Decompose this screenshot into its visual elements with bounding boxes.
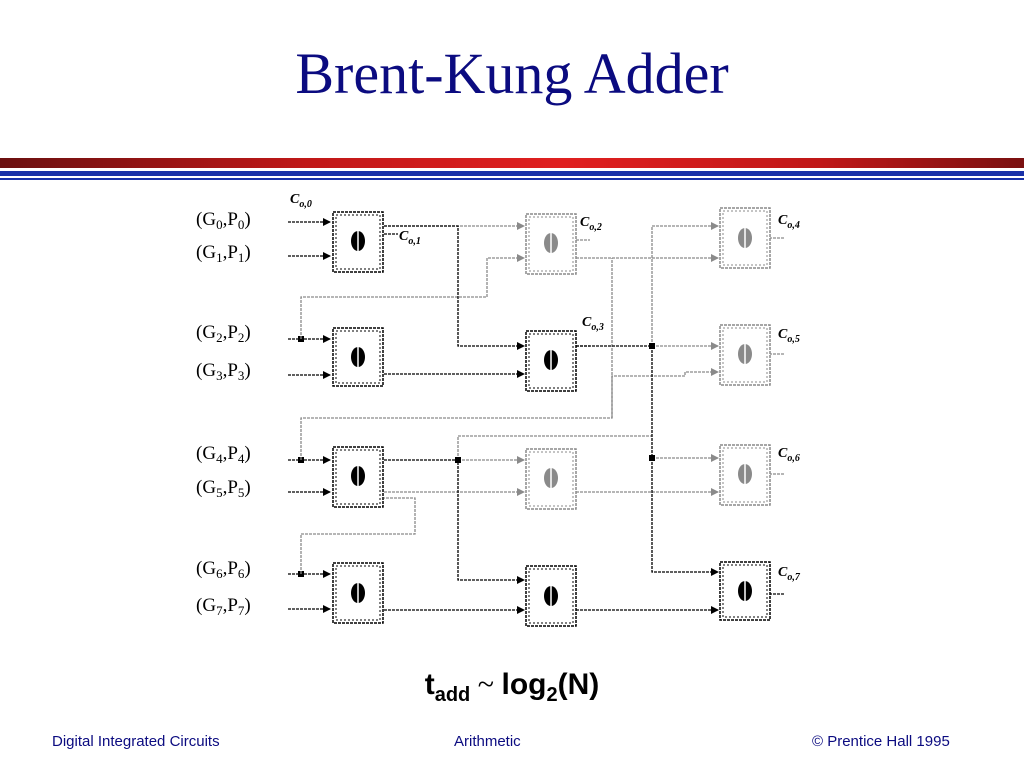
carry-label-3: Co,3 <box>582 315 604 333</box>
cell-l1-01 <box>332 211 384 273</box>
wire-c3-to-c7 <box>651 346 719 576</box>
wire-c1-to-l2 <box>384 225 525 350</box>
cell-l2-45 <box>525 448 577 510</box>
input-label-1: (G1,P1) <box>196 242 251 265</box>
input-labels: (G0,P0) (G1,P1) (G2,P2) (G3,P3) (G4,P4) … <box>196 209 251 618</box>
input-label-3: (G3,P3) <box>196 360 251 383</box>
inactive-wires <box>300 222 784 574</box>
input-wires <box>288 218 331 613</box>
cell-l3-07 <box>719 561 771 621</box>
divider-blue-bar <box>0 171 1024 176</box>
wire-g4-branch <box>457 435 652 460</box>
wire-45-to-l2 <box>384 459 525 584</box>
input-label-6: (G6,P6) <box>196 558 251 581</box>
slide-title: Brent-Kung Adder <box>295 41 729 106</box>
input-label-2: (G2,P2) <box>196 322 251 345</box>
complexity-formula: tadd ~ log2(N) <box>424 668 600 706</box>
wire-g2-to-c2 <box>300 254 525 339</box>
divider-red-bar <box>0 158 1024 168</box>
cell-l2-47 <box>525 565 577 627</box>
carry-label-6: Co,6 <box>778 446 800 464</box>
carry-label-7: Co,7 <box>778 565 801 583</box>
cell-c4 <box>719 207 771 269</box>
cell-l1-45 <box>332 446 384 508</box>
junction-45 <box>455 457 461 463</box>
carry-label-4: Co,4 <box>778 213 800 231</box>
wire-g6-up <box>300 497 416 574</box>
wire-c3-to-c4 <box>651 222 719 346</box>
footer-right: © Prentice Hall 1995 <box>812 733 950 750</box>
footer-center: Arithmetic <box>454 733 521 750</box>
wire-g4-to-c5 <box>611 368 719 418</box>
carry-label-2: Co,2 <box>580 215 602 233</box>
title-divider <box>0 158 1024 180</box>
cell-l1-67 <box>332 562 384 624</box>
carry-labels: Co,0 Co,1 Co,2 Co,3 Co,4 Co,5 Co,6 Co,7 <box>290 192 801 583</box>
carry-label-5: Co,5 <box>778 327 800 345</box>
cell-c2 <box>525 213 577 275</box>
input-label-7: (G7,P7) <box>196 595 251 618</box>
junction-c6 <box>649 455 655 461</box>
carry-label-0: Co,0 <box>290 192 312 210</box>
input-label-0: (G0,P0) <box>196 209 251 232</box>
input-label-4: (G4,P4) <box>196 443 251 466</box>
cell-l2-03 <box>525 330 577 392</box>
cell-c6 <box>719 444 771 506</box>
cell-l1-23 <box>332 327 384 387</box>
active-wires <box>384 225 784 614</box>
pg-cells <box>332 207 771 627</box>
junction-c3 <box>649 343 655 349</box>
carry-label-1: Co,1 <box>399 229 421 247</box>
cell-c5 <box>719 324 771 386</box>
input-label-5: (G5,P5) <box>196 477 251 500</box>
footer-left: Digital Integrated Circuits <box>52 733 220 750</box>
junction-dots <box>455 343 655 463</box>
divider-blue-thin-bar <box>0 178 1024 180</box>
